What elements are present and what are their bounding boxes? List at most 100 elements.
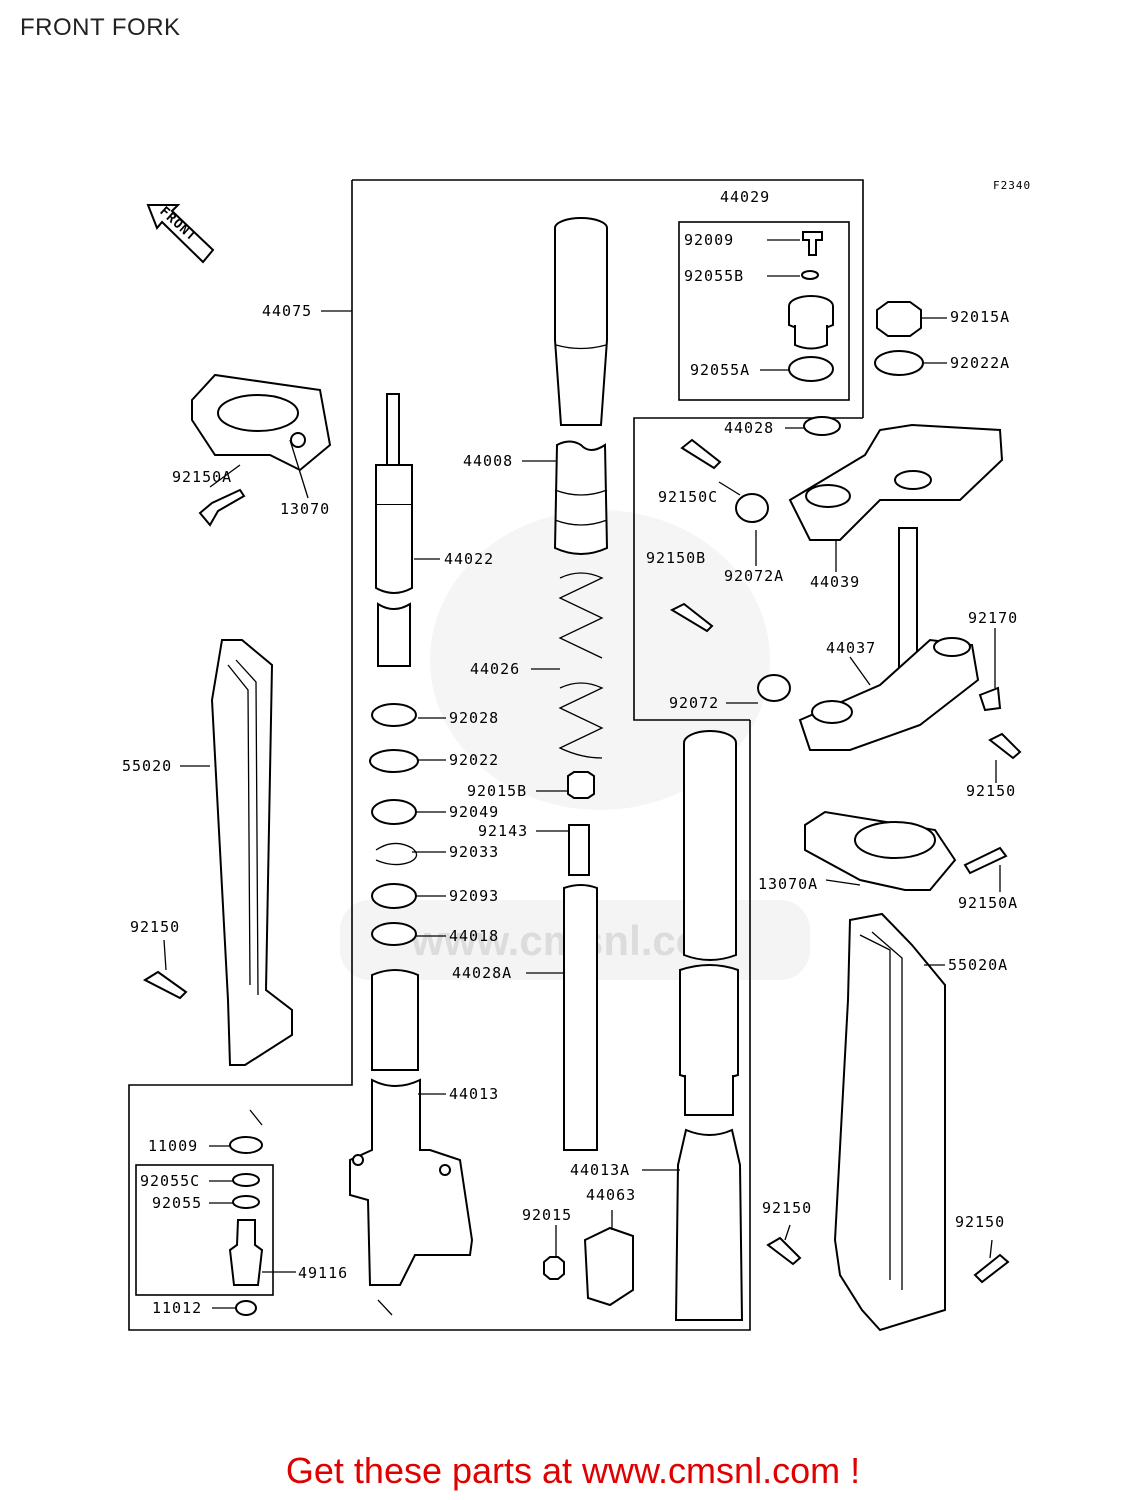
label-11009: 11009 — [148, 1137, 198, 1155]
clamp-92072A-icon — [735, 493, 769, 523]
page-title: FRONT FORK — [20, 14, 181, 41]
label-92022: 92022 — [449, 751, 499, 769]
label-13070: 13070 — [280, 500, 330, 518]
assembly-outline-44075 — [128, 179, 864, 1331]
label-49116: 49116 — [298, 1264, 348, 1282]
label-92033: 92033 — [449, 843, 499, 861]
label-92150-left: 92150 — [130, 918, 180, 936]
label-92072A: 92072A — [724, 567, 784, 585]
label-92055B: 92055B — [684, 267, 744, 285]
axle-clamp-44063-icon — [583, 1226, 634, 1307]
label-44063: 44063 — [586, 1186, 636, 1204]
label-92150-bottom-mid: 92150 — [762, 1199, 812, 1217]
label-92150B: 92150B — [646, 549, 706, 567]
upper-bracket-44039-icon — [788, 423, 1004, 541]
damper-rod-44022-icon — [375, 393, 413, 667]
washer-92022-icon — [369, 749, 419, 773]
seal-44028-icon — [803, 416, 841, 436]
label-92170: 92170 — [968, 609, 1018, 627]
label-92093: 92093 — [449, 887, 499, 905]
nut-92015A-icon — [876, 301, 922, 337]
washer-11009-icon — [229, 1136, 263, 1154]
o-ring-92055C-icon — [232, 1173, 260, 1187]
bolt-92150-left-icon — [142, 970, 188, 1000]
leader-lines — [163, 239, 1001, 1316]
fork-guard-55020A-icon — [833, 912, 946, 1332]
fork-guard-55020-icon — [210, 639, 293, 1066]
label-92143: 92143 — [478, 822, 528, 840]
collar-92028-icon — [371, 703, 417, 727]
label-92072: 92072 — [669, 694, 719, 712]
label-44075: 44075 — [262, 302, 312, 320]
label-92055C: 92055C — [140, 1172, 200, 1190]
label-13070A: 13070A — [758, 875, 818, 893]
label-44013A: 44013A — [570, 1161, 630, 1179]
gasket-11012-icon — [235, 1300, 257, 1316]
label-92015A: 92015A — [950, 308, 1010, 326]
bolt-92150A-icon — [198, 488, 246, 527]
front-arrow-icon: FRONT — [146, 204, 215, 264]
inner-tube-44008-icon — [553, 217, 609, 555]
label-44008: 44008 — [463, 452, 513, 470]
fork-cap-icon — [788, 295, 834, 350]
bolt-92150B-icon — [669, 602, 714, 633]
bolt-92150-bottom-mid-icon — [766, 1236, 802, 1266]
label-92150A-right: 92150A — [958, 894, 1018, 912]
fork-guard-clamp-13070A-icon — [804, 810, 957, 891]
circlip-92033-icon — [375, 842, 418, 866]
bushing-44018-icon — [371, 922, 417, 946]
clamp-92072-icon — [757, 674, 791, 702]
label-92150-bottom-right: 92150 — [955, 1213, 1005, 1231]
screw-92009-icon — [802, 231, 823, 256]
figure-code: F2340 — [993, 179, 1031, 192]
footer-call-to-action-link[interactable]: Get these parts at www.cmsnl.com ! — [285, 1450, 861, 1491]
label-92150-right: 92150 — [966, 782, 1016, 800]
nut-92015-icon — [543, 1256, 565, 1280]
label-92049: 92049 — [449, 803, 499, 821]
label-44039: 44039 — [810, 573, 860, 591]
bolt-92150-bottom-right-icon — [973, 1253, 1010, 1284]
label-92009: 92009 — [684, 231, 734, 249]
assembly-outline-44029 — [678, 221, 850, 401]
label-44028: 44028 — [724, 419, 774, 437]
label-92055: 92055 — [152, 1194, 202, 1212]
label-44026: 44026 — [470, 660, 520, 678]
label-92150A: 92150A — [172, 468, 232, 486]
label-44022: 44022 — [444, 550, 494, 568]
label-92015B: 92015B — [467, 782, 527, 800]
lower-bracket-44037-icon — [798, 527, 980, 751]
label-44028A: 44028A — [452, 964, 512, 982]
washer-92022A-icon — [874, 350, 924, 376]
label-92015: 92015 — [522, 1206, 572, 1224]
exploded-parts-diagram: www.cmsnl.com FRONT F2340 — [122, 179, 1031, 1332]
label-92055A: 92055A — [690, 361, 750, 379]
label-44029: 44029 — [720, 188, 770, 206]
oil-seal-92049-icon — [371, 799, 417, 825]
valve-49116-icon — [228, 1219, 264, 1286]
label-92022A: 92022A — [950, 354, 1010, 372]
o-ring-92055A-icon — [788, 356, 834, 382]
bolt-92150-right-icon — [988, 732, 1022, 760]
label-55020: 55020 — [122, 757, 172, 775]
label-92028: 92028 — [449, 709, 499, 727]
dust-seal-92093-icon — [371, 883, 417, 909]
nut-92015B-icon — [567, 771, 595, 799]
label-11012: 11012 — [152, 1299, 202, 1317]
spring-44026-icon — [558, 572, 604, 759]
spacer-92143-icon — [568, 824, 590, 876]
bracket-92170-icon — [978, 686, 1002, 712]
label-44013: 44013 — [449, 1085, 499, 1103]
fork-guard-clamp-13070-icon — [191, 373, 332, 472]
rod-44028A-icon — [563, 884, 598, 1151]
label-92150C: 92150C — [658, 488, 718, 506]
label-44037: 44037 — [826, 639, 876, 657]
o-ring-92055-icon — [232, 1195, 260, 1209]
assembly-outline-49116 — [135, 1164, 274, 1296]
label-55020A: 55020A — [948, 956, 1008, 974]
assembly-outline-steering — [633, 417, 863, 721]
outer-tube-44013A-icon — [674, 730, 744, 1321]
outer-tube-44013-icon — [349, 969, 474, 1286]
label-44018: 44018 — [449, 927, 499, 945]
bolt-92150C-icon — [680, 438, 722, 470]
o-ring-92055B-icon — [801, 270, 819, 280]
